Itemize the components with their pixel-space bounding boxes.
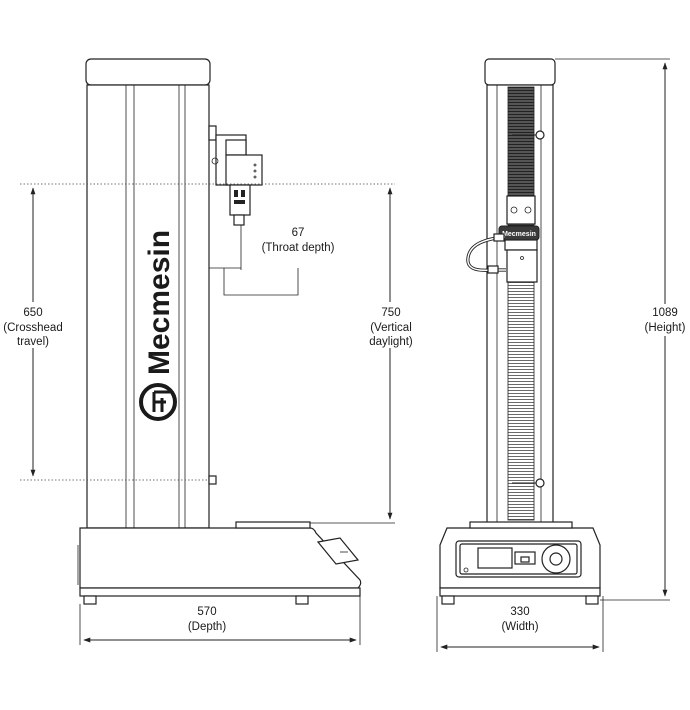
- upper-limit-stop: [512, 130, 545, 140]
- brand-logo-icon: [139, 383, 177, 421]
- throat-label: (Throat depth): [262, 242, 335, 254]
- height-value: 1089: [652, 307, 678, 319]
- loadcell-cable: [466, 233, 506, 274]
- crosshead-side: [208, 125, 263, 226]
- throat-value: 67: [292, 227, 305, 239]
- side-base: [77, 521, 362, 605]
- front-view: Mecmesin: [436, 58, 690, 652]
- column-cap: [85, 58, 211, 86]
- lower-limit-stop-front: [512, 478, 545, 488]
- daylight-label-line1: (Vertical: [370, 322, 412, 334]
- side-brand-text: Mecmesin: [143, 230, 176, 375]
- crosshead-front: Mecmesin: [498, 195, 540, 283]
- travel-value: 650: [23, 307, 42, 319]
- height-label: (Height): [645, 322, 686, 334]
- daylight-label-line2: daylight): [369, 336, 413, 348]
- crosshead-badge: Mecmesin: [502, 231, 536, 238]
- side-view: Mecmesin: [0, 58, 420, 645]
- depth-value: 570: [197, 606, 216, 618]
- travel-label-line2: travel): [17, 336, 49, 348]
- width-value: 330: [510, 606, 529, 618]
- lower-limit-stop: [208, 475, 217, 485]
- depth-label: (Depth): [188, 621, 227, 633]
- width-label: (Width): [501, 621, 538, 633]
- daylight-value: 750: [381, 307, 400, 319]
- column: [86, 84, 210, 529]
- front-column-cap: [484, 58, 556, 86]
- lower-bellows: [507, 279, 535, 521]
- travel-label-line1: (Crosshead: [3, 322, 62, 334]
- display-screen: [477, 547, 513, 569]
- throat-dimension: [209, 225, 299, 296]
- front-base: [439, 521, 601, 605]
